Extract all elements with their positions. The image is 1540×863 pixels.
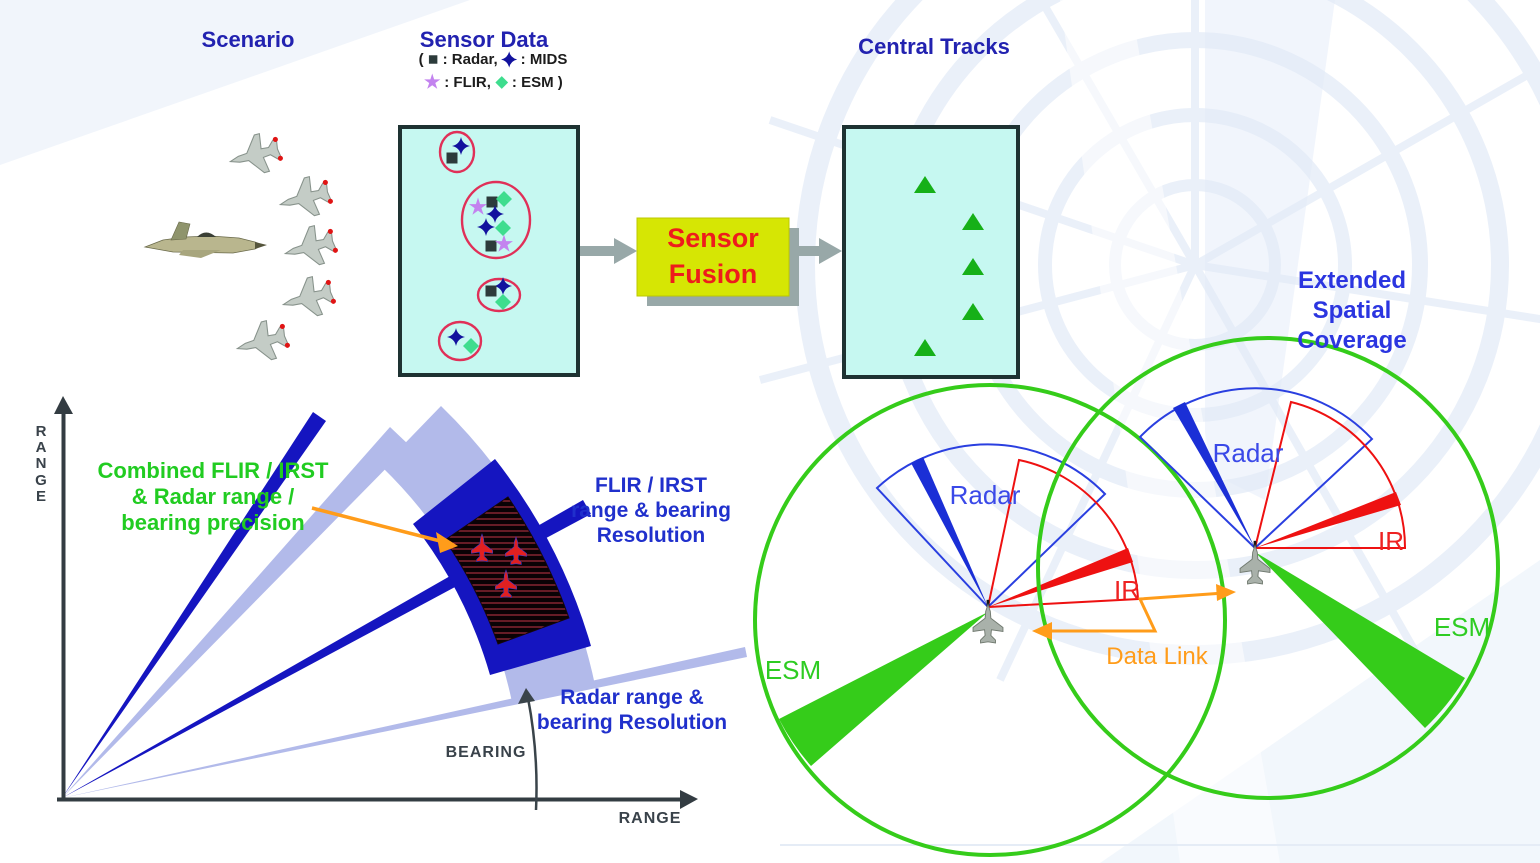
radar-beam-upper <box>62 427 409 798</box>
sensor-fusion-label: Sensor Fusion <box>667 223 759 290</box>
radar-marker <box>486 196 498 208</box>
flir-star-icon <box>424 73 441 89</box>
fighter-jet-icon <box>224 129 285 182</box>
legend-radar-label: : Radar, <box>442 51 498 68</box>
coverage-circle-right <box>1036 336 1500 800</box>
fighter-jet-icon <box>231 316 292 369</box>
y-axis-arrowhead <box>54 396 73 414</box>
ir-fan-left <box>986 458 1140 609</box>
esm-label-left: ESM <box>764 655 822 685</box>
sensor-legend-line1: ( : Radar, : MIDS <box>419 51 568 68</box>
lead-aircraft-icon <box>143 221 267 258</box>
esm-wedge-left <box>779 612 988 766</box>
radar-fan-right <box>1138 387 1374 550</box>
combined-precision-label: Combined FLIR / IRST & Radar range / bea… <box>97 458 329 535</box>
legend-open-paren: ( <box>418 51 424 68</box>
cluster-ellipse <box>476 277 522 313</box>
radar-square-icon <box>428 55 438 64</box>
fighter-jet-icon <box>277 272 338 325</box>
data-link-arrow <box>1032 584 1236 640</box>
cluster-ellipse <box>437 320 483 362</box>
radar-beam-wedge-right <box>1173 402 1255 548</box>
radar-marker <box>485 240 497 252</box>
legend-flir-label: : FLIR, <box>444 73 491 91</box>
radar-marker <box>446 152 458 164</box>
legend-mids-label: : MIDS <box>520 51 568 68</box>
mids-star-icon <box>501 51 518 68</box>
radar-resolution-label: Radar range & bearing Resolution <box>536 686 728 734</box>
scenario-title: Scenario <box>201 27 295 52</box>
cluster-ellipse-group <box>437 130 532 362</box>
coverage-circle-left <box>753 383 1227 857</box>
central-tracks-plot <box>842 125 1020 379</box>
plot-axes <box>57 408 684 802</box>
data-link-label: Data Link <box>1106 643 1208 670</box>
ir-label-left: IR <box>1114 575 1140 605</box>
ir-fan-right <box>1253 400 1407 549</box>
bearing-arc <box>518 688 538 811</box>
fighter-jet-icon <box>274 172 335 225</box>
flow-arrow-left <box>580 238 637 264</box>
ir-label-right: IR <box>1378 526 1404 556</box>
radar-label-right: Radar <box>1212 438 1284 468</box>
range-x-label: RANGE <box>618 810 682 827</box>
radar-fan-left <box>875 443 1107 609</box>
cluster-ellipse <box>438 130 476 174</box>
fighter-jet-icon <box>279 221 340 274</box>
ir-beam-wedge-right <box>1255 492 1401 548</box>
esm-diamond-icon <box>495 75 508 89</box>
x-axis-arrowhead <box>680 790 698 809</box>
extended-coverage-title: Extended Spatial Coverage <box>1297 267 1407 354</box>
esm-wedge-right <box>1255 552 1465 728</box>
sensor-legend-line2: : FLIR, : ESM ) <box>423 73 563 91</box>
sensor-data-title: Sensor Data <box>419 27 549 52</box>
flow-diagram <box>398 125 1020 379</box>
ownship-aircraft-icon-left <box>972 599 1004 644</box>
orange-pointer-arrow <box>311 506 458 553</box>
radar-marker <box>485 285 497 297</box>
flir-resolution-label: FLIR / IRST range & bearing Resolution <box>571 474 731 547</box>
bearing-label: BEARING <box>445 744 527 761</box>
combined-precision-cell <box>444 496 570 645</box>
legend-esm-label: : ESM ) <box>511 73 563 91</box>
range-bearing-plot <box>54 396 747 811</box>
esm-label-right: ESM <box>1433 612 1491 642</box>
central-tracks-title: Central Tracks <box>858 34 1010 59</box>
ownship-aircraft-icon-right <box>1239 540 1271 585</box>
sensor-fusion-box <box>636 217 790 297</box>
flow-arrow-right <box>799 238 842 264</box>
range-y-label: R A N G E <box>35 423 47 505</box>
ir-beam-wedge-left <box>988 548 1133 607</box>
extended-coverage-diagram <box>753 336 1500 857</box>
cluster-ellipse <box>460 180 532 260</box>
radar-beam-wedge-left <box>911 457 988 607</box>
radar-label-left: Radar <box>949 480 1021 510</box>
scenario-aircraft-group <box>143 129 340 369</box>
flir-beam-upper <box>62 412 326 798</box>
